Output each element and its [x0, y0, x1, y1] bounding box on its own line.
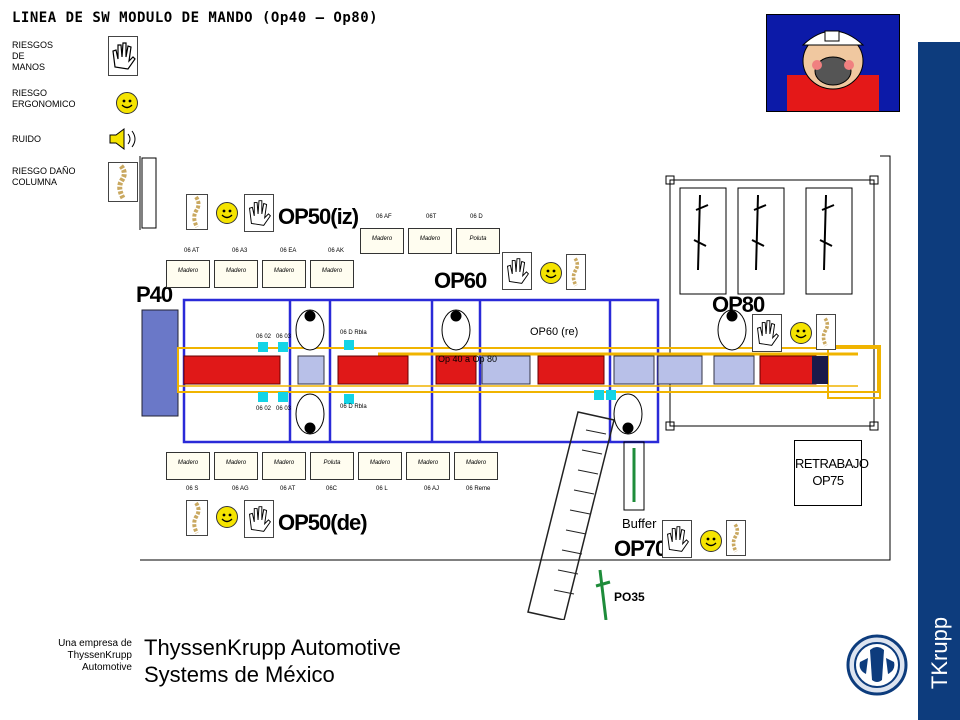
station-box: Poluta [310, 452, 354, 480]
station-tag: 06 AG [232, 486, 249, 492]
spine-icon [566, 254, 586, 290]
station-box: Madero [360, 228, 404, 254]
robot-tag: 06 02 [256, 406, 272, 412]
thyssenkrupp-logo-icon [846, 634, 908, 696]
station-box: Madero [358, 452, 402, 480]
label-op80: OP80 [712, 292, 765, 317]
station-box: Madero [166, 260, 210, 288]
legend: RIESGOS DE MANOS RIESGO ERGONOMICO RUIDO… [12, 36, 142, 206]
legend-label-spine: RIESGO DAÑO COLUMNA [12, 166, 76, 187]
label-op70: OP70 [614, 536, 667, 561]
glove-icon [244, 194, 274, 232]
inclined-conveyor [527, 411, 615, 620]
station-tag: 06 AF [376, 214, 392, 220]
station-tag: 06 EA [280, 248, 297, 254]
station-tag: 06 D [470, 214, 483, 220]
station-tag: 06C [326, 486, 338, 492]
robot-tag: 06 02 [256, 334, 272, 340]
station-box: Madero [310, 260, 354, 288]
smiley-icon [700, 530, 722, 552]
legend-label-hands: RIESGOS DE MANOS [12, 40, 54, 72]
speaker-icon [108, 126, 142, 157]
spine-icon [816, 314, 836, 350]
station-tag: 06 L [376, 486, 388, 492]
glove-icon [108, 36, 138, 76]
station-box: Madero [406, 452, 450, 480]
page-title: LINEA DE SW MODULO DE MANDO (Op40 – Op80… [12, 10, 379, 26]
station-tag: 06 S [186, 486, 199, 492]
company-tagline: Una empresa de ThyssenKrupp Automotive [58, 638, 132, 673]
station-box: Madero [454, 452, 498, 480]
glove-icon [662, 520, 692, 558]
robot-tag: 06 D Rbla [340, 330, 367, 336]
station-tag: 06 AK [328, 248, 345, 254]
smiley-icon [116, 92, 138, 114]
legend-label-noise: RUIDO [12, 134, 41, 144]
label-op50-de: OP50(de) [278, 510, 368, 535]
station-box: Madero [262, 260, 306, 288]
station-box: Madero [214, 452, 258, 480]
station-box: Madero [214, 260, 258, 288]
station-box: Poluta [456, 228, 500, 254]
smiley-icon [540, 262, 562, 284]
station-tag: 06 AT [280, 486, 296, 492]
legend-label-ergonomic: RIESGO ERGONOMICO [12, 88, 76, 109]
glove-icon [502, 252, 532, 290]
brand-sidebar [918, 42, 960, 720]
spine-icon [726, 520, 746, 556]
conveyor-pallets [183, 355, 817, 385]
operator-icon [295, 309, 747, 435]
spine-icon [108, 162, 138, 202]
station-box: Madero [166, 452, 210, 480]
label-po35: PO35 [614, 590, 645, 604]
label-op60: OP60 [434, 268, 487, 293]
smiley-icon [216, 202, 238, 224]
label-op50-iz: OP50(iz) [278, 204, 359, 229]
safety-mascot-icon [766, 14, 900, 112]
robot-tag: 06 03 [276, 334, 292, 340]
robot-tag: 06 03 [276, 406, 292, 412]
label-conveyor: Op 40 a Op 80 [438, 354, 498, 364]
robot-tag: 06 D Rbla [340, 404, 367, 410]
station-box: Madero [262, 452, 306, 480]
brand-vertical-text: TKrupp [927, 616, 952, 690]
glove-icon [752, 314, 782, 352]
station-tag: 06 AJ [424, 486, 440, 492]
robot-icon [693, 194, 835, 271]
station-tag: 06 AT [184, 248, 200, 254]
company-name-line2: Systems de México [144, 662, 335, 687]
smiley-icon [790, 322, 812, 344]
station-tag: 06 A3 [232, 248, 248, 254]
station-tag: 06T [426, 214, 437, 220]
retrabajo-line1: RETRABAJO [795, 456, 869, 471]
company-name-line1: ThyssenKrupp Automotive [144, 635, 401, 660]
retrabajo-station: RETRABAJO OP75 [794, 440, 869, 506]
plant-layout-diagram [139, 155, 891, 620]
spine-icon [186, 500, 208, 536]
label-op60-re: OP60 (re) [530, 326, 579, 338]
glove-icon [244, 500, 274, 538]
label-buffer: Buffer [622, 516, 657, 531]
station-box: Madero [408, 228, 452, 254]
retrabajo-line2: OP75 [812, 473, 844, 488]
company-name: ThyssenKrupp Automotive Systems de Méxic… [144, 634, 401, 688]
station-tag: 06 Reme [466, 486, 491, 492]
smiley-icon [216, 506, 238, 528]
spine-icon [186, 194, 208, 230]
